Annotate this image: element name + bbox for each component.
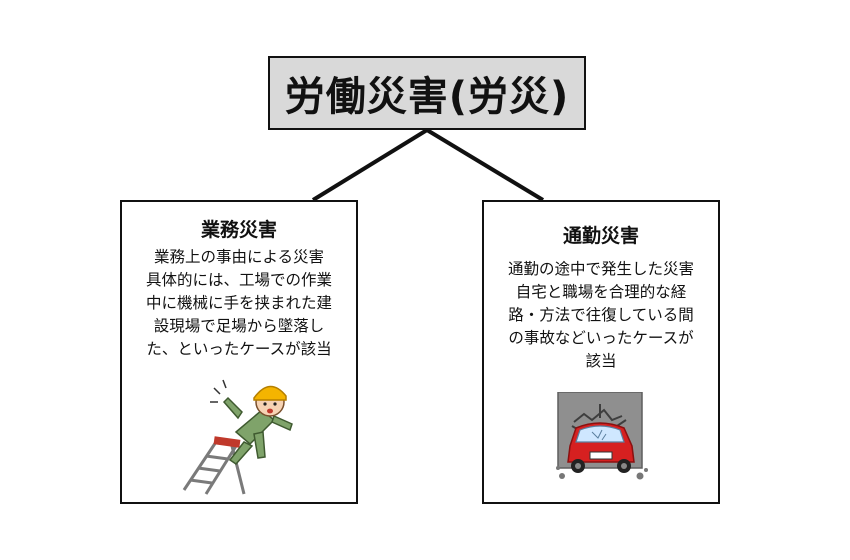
description-line: 該当 <box>585 352 617 370</box>
worker-falling-from-ladder-icon <box>182 379 293 495</box>
root-title: 労働災害(労災) <box>284 74 570 120</box>
card-title: 通勤災害 <box>562 225 639 247</box>
card-description: 業務上の事由による災害 具体的には、工場での作業 中に機械に手を挟まれた建 設現… <box>122 246 356 361</box>
connector-left <box>311 128 429 202</box>
card-work-accident: 業務災害 業務上の事由による災害 具体的には、工場での作業 中に機械に手を挟まれ… <box>120 200 358 504</box>
car-crash-into-wall-icon <box>556 392 648 480</box>
card-description: 通勤の途中で発生した災害 自宅と職場を合理的な経 路・方法で往復している間 の事… <box>484 258 718 373</box>
description-line: た、といったケースが該当 <box>146 340 332 358</box>
description-line: 中に機械に手を挟まれた建 <box>145 294 332 312</box>
connector-right <box>425 128 545 202</box>
description-line: 自宅と職場を合理的な経 <box>515 283 687 301</box>
description-line: 具体的には、工場での作業 <box>145 271 332 289</box>
description-line: 業務上の事由による災害 <box>153 248 325 266</box>
description-line: 通勤の途中で発生した災害 <box>507 260 694 278</box>
card-commute-accident: 通勤災害 通勤の途中で発生した災害 自宅と職場を合理的な経 路・方法で往復してい… <box>482 200 720 504</box>
description-line: 路・方法で往復している間 <box>508 306 694 324</box>
description-line: 設現場で足場から墜落し <box>153 317 325 335</box>
root-node: 労働災害(労災) <box>268 56 586 130</box>
card-title: 業務災害 <box>200 219 277 241</box>
description-line: の事故などいったケースが <box>508 329 694 347</box>
